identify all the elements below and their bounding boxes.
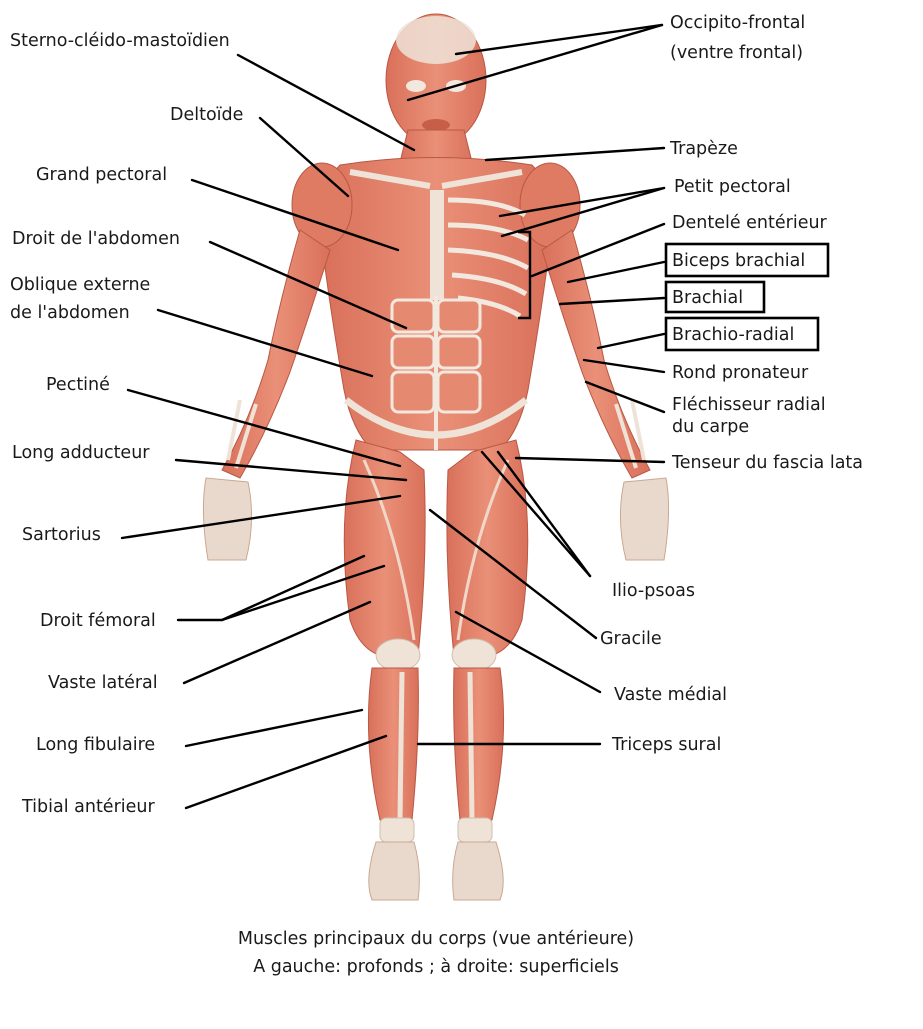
label-tenseur-fascia-lata: Tenseur du fascia lata bbox=[671, 453, 863, 473]
label-biceps-brachial: Biceps brachial bbox=[672, 251, 805, 271]
label-flechisseur-radial-1: Fléchisseur radial bbox=[672, 395, 826, 415]
body-figure bbox=[202, 13, 670, 901]
label-grand-pectoral: Grand pectoral bbox=[36, 165, 167, 185]
label-brachio-radial: Brachio-radial bbox=[672, 325, 794, 345]
label-rond-pronateur: Rond pronateur bbox=[672, 363, 809, 383]
leader-lines bbox=[120, 23, 666, 810]
box-brachio-radial bbox=[664, 316, 820, 352]
box-biceps-brachial bbox=[664, 242, 830, 278]
label-ilio-psoas: Ilio-psoas bbox=[612, 581, 695, 601]
label-oblique-externe-1: Oblique externe bbox=[10, 275, 150, 295]
labels-left: Sterno-cléido-mastoïdien Deltoïde Grand … bbox=[10, 31, 243, 817]
label-dentele-anterieur: Dentelé entérieur bbox=[672, 213, 828, 233]
labels-right: Occipito-frontal (ventre frontal) Trapèz… bbox=[600, 13, 863, 755]
label-deltoide: Deltoïde bbox=[170, 105, 243, 125]
label-occipito-frontal-2: (ventre frontal) bbox=[670, 43, 803, 63]
label-trapeze: Trapèze bbox=[669, 139, 738, 159]
label-flechisseur-radial-2: du carpe bbox=[672, 417, 749, 437]
label-gracile: Gracile bbox=[600, 629, 662, 649]
label-oblique-externe-2: de l'abdomen bbox=[10, 303, 130, 323]
label-pectine: Pectiné bbox=[46, 375, 110, 395]
label-brachial: Brachial bbox=[672, 288, 743, 308]
caption-line-2: A gauche: profonds ; à droite: superfici… bbox=[253, 957, 619, 977]
label-long-fibulaire: Long fibulaire bbox=[36, 735, 155, 755]
box-brachial bbox=[664, 280, 766, 314]
label-triceps-sural: Triceps sural bbox=[611, 735, 721, 755]
label-long-adducteur: Long adducteur bbox=[12, 443, 150, 463]
label-vaste-lateral: Vaste latéral bbox=[48, 673, 158, 693]
label-sterno-cleido-mastoidien: Sterno-cléido-mastoïdien bbox=[10, 31, 230, 51]
label-vaste-medial: Vaste médial bbox=[614, 685, 727, 705]
label-sartorius: Sartorius bbox=[22, 525, 101, 545]
caption: Muscles principaux du corps (vue antérie… bbox=[238, 929, 634, 977]
caption-line-1: Muscles principaux du corps (vue antérie… bbox=[238, 929, 634, 949]
label-droit-femoral: Droit fémoral bbox=[40, 611, 156, 631]
label-occipito-frontal-1: Occipito-frontal bbox=[670, 13, 805, 33]
label-petit-pectoral: Petit pectoral bbox=[674, 177, 791, 197]
label-droit-abdomen: Droit de l'abdomen bbox=[12, 229, 180, 249]
label-tibial-anterieur: Tibial antérieur bbox=[21, 797, 155, 817]
